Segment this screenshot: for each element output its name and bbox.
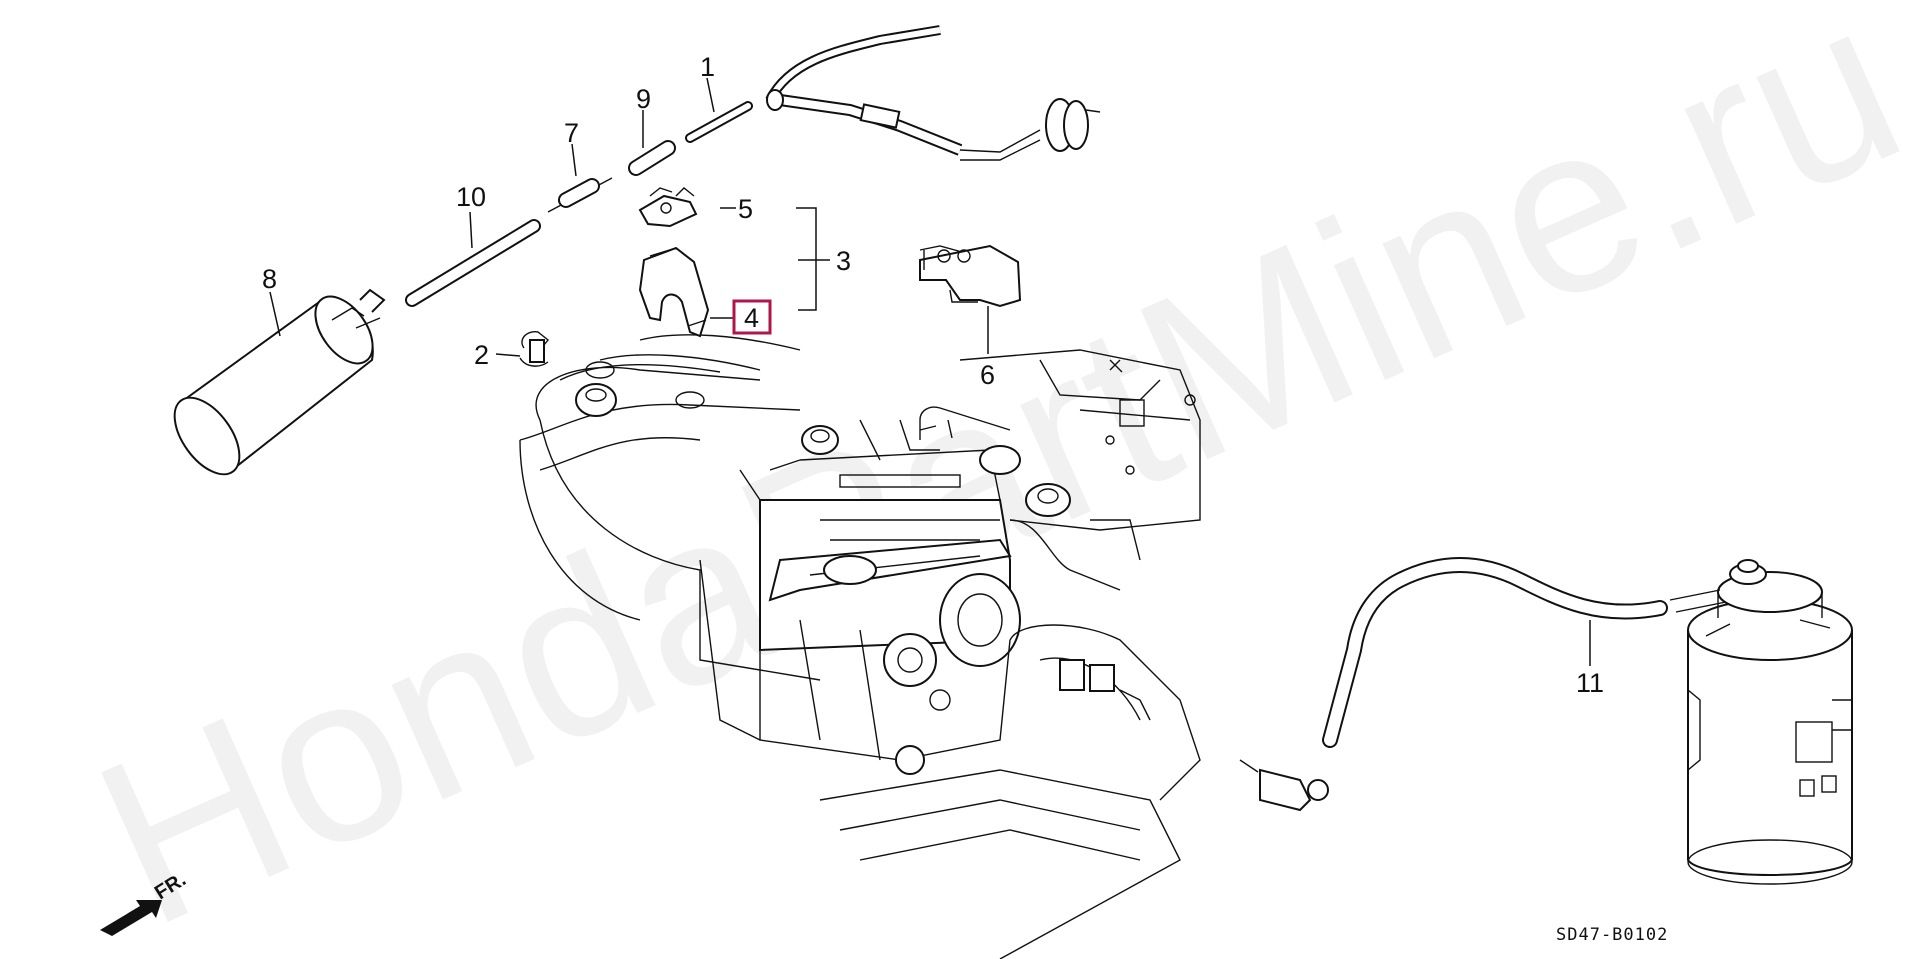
callout-1[interactable]: 1 [700, 52, 715, 82]
callout-6[interactable]: 6 [980, 360, 995, 390]
part-9-hose-sleeve [628, 140, 676, 176]
part-4-holder [638, 246, 710, 338]
part-10-hose [405, 219, 541, 307]
callout-4-highlight [732, 299, 772, 335]
callout-5[interactable]: 5 [738, 194, 753, 224]
callout-2[interactable]: 2 [474, 340, 489, 370]
callout-3[interactable]: 3 [836, 246, 851, 276]
leader-lines [269, 77, 1591, 666]
part-11-hose [1322, 557, 1668, 748]
callout-7[interactable]: 7 [564, 118, 579, 148]
part-5-clamp [638, 187, 698, 228]
part-8-canister-filter [173, 288, 386, 476]
callout-4[interactable]: 4 [744, 303, 759, 333]
callout-9[interactable]: 9 [636, 84, 651, 114]
callout-8[interactable]: 8 [262, 264, 277, 294]
part-7-check-valve [547, 177, 613, 213]
callout-10[interactable]: 10 [456, 182, 486, 212]
charcoal-canister [1669, 559, 1853, 885]
part-1-hose-pipe [685, 101, 753, 143]
part-6-bracket [919, 244, 1022, 308]
diagram-code: SD47-B0102 [1556, 925, 1668, 945]
part-2-clip [519, 331, 549, 367]
engine-illustration [519, 334, 1329, 959]
upper-vacuum-hose [765, 25, 1101, 161]
callout-11[interactable]: 11 [1576, 668, 1604, 698]
watermark: HondaPartMine.ru [63, 0, 1920, 959]
